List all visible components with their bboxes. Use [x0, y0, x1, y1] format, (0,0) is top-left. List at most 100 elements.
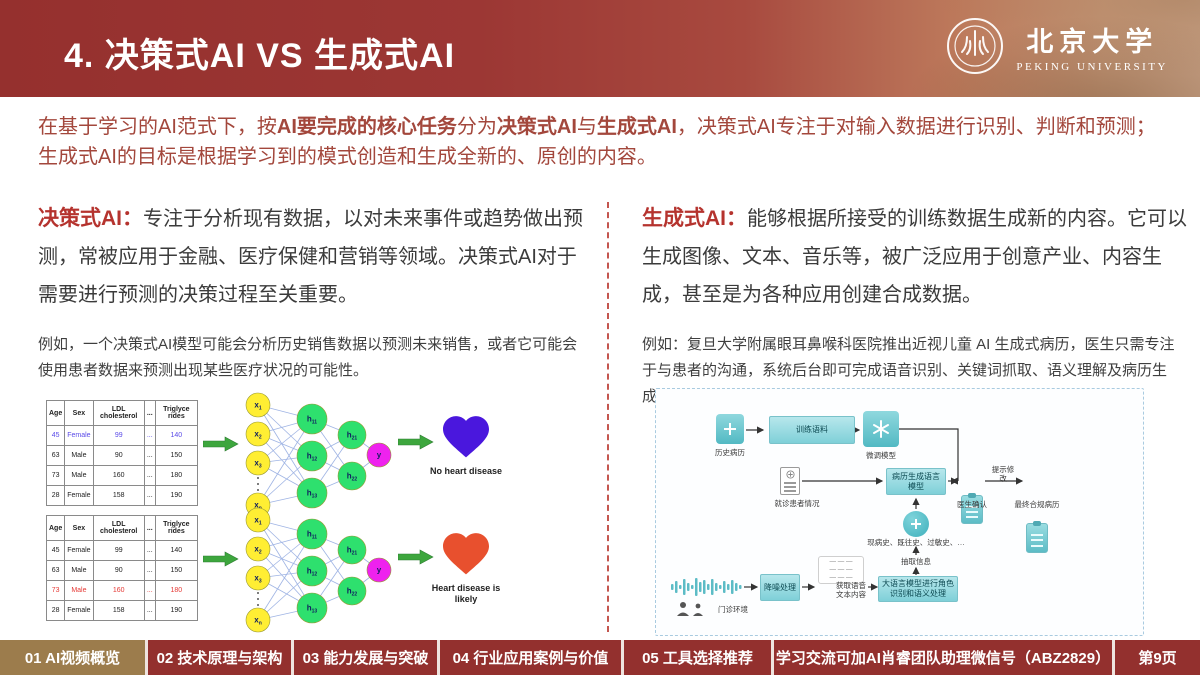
decision-ai-label: 决策式AI：	[38, 207, 143, 230]
nn-node-label: h11	[307, 530, 317, 541]
table-cell: 45	[45, 425, 66, 446]
history-items-label: 现病史、既往史、过敏史、…	[867, 538, 965, 547]
nn-node-label: h21	[347, 546, 358, 557]
table-cell: Female	[64, 540, 94, 561]
nn-node	[245, 392, 271, 418]
node-label: 医生确认	[957, 500, 987, 509]
green-arrow-icon	[398, 434, 434, 450]
nn-node	[337, 576, 367, 606]
table-cell: Female	[64, 600, 94, 621]
column-divider	[607, 202, 609, 632]
university-name-cn: 北京大学	[1026, 26, 1159, 57]
nn-node-label: h21	[347, 431, 358, 442]
table-cell: 150	[154, 560, 199, 581]
table-header: Triglyce rides	[154, 515, 199, 541]
slide-header: 4. 决策式AI VS 生成式AI 北京大学 PEKING UNIVERSITY	[0, 0, 1200, 97]
nn-node-label: x1	[254, 401, 261, 412]
footer-tab-1[interactable]: 01 AI视频概览	[0, 640, 145, 675]
nn-node-label: h22	[347, 472, 358, 483]
doctor-confirm-icon	[961, 493, 983, 524]
green-arrow-icon	[398, 549, 434, 565]
nn-node	[245, 536, 271, 562]
intro-text: ，决策式AI专注于对输入数据进行识别、判断和预测；生成式AI的目标是根据学习到的…	[38, 116, 1156, 168]
intro-paragraph: 在基于学习的AI范式下，按AI要完成的核心任务分为决策式AI与生成式AI，决策式…	[38, 112, 1168, 172]
denoise-box: 降噪处理	[760, 574, 800, 601]
table-cell: Female	[64, 425, 94, 446]
table-cell: 180	[154, 580, 199, 601]
green-arrow-icon	[203, 436, 239, 452]
table-header: LDL cholesterol	[92, 400, 145, 426]
nn-node	[337, 461, 367, 491]
node-label: 获取语音文本内容	[836, 581, 866, 599]
footer-tab-4[interactable]: 04 行业应用案例与价值	[440, 640, 621, 675]
table-cell: 150	[154, 445, 199, 466]
intro-bold-text: 决策式AI	[496, 116, 577, 138]
nn-node	[337, 535, 367, 565]
prompt-edit-label: 提示修改	[991, 465, 1015, 483]
final-record-icon	[1026, 521, 1048, 553]
pku-seal-icon	[947, 18, 1004, 74]
table-cell: 73	[45, 465, 66, 486]
table-cell: 45	[45, 540, 66, 561]
no-heart-disease-result: No heart disease	[421, 416, 511, 477]
table-cell: 180	[154, 465, 199, 486]
intro-text: 与	[576, 116, 597, 138]
table-cell: 158	[92, 600, 145, 621]
nn-node	[296, 518, 328, 550]
table-cell: ...	[143, 425, 156, 446]
university-name-en: PEKING UNIVERSITY	[1016, 60, 1168, 73]
nn-node-label: h13	[307, 604, 318, 615]
decision-ai-heading: 决策式AI：专注于分析现有数据，以对未来事件或趋势做出预测，常被应用于金融、医疗…	[38, 200, 586, 314]
generative-ai-flowchart: 历史病历 训练语料 微调模型 就诊患者情况 病历生成语言模型 医生确认 提示修改…	[655, 388, 1144, 675]
merge-plus-icon	[903, 511, 929, 537]
extract-label: 抽取信息	[901, 557, 931, 566]
history-records-icon	[716, 414, 744, 444]
generative-ai-column: 生成式AI：能够根据所接受的训练数据生成新的内容。它可以生成图像、文本、音乐等，…	[642, 200, 1190, 410]
table-cell: ...	[143, 600, 156, 621]
table-cell: 140	[154, 540, 199, 561]
decision-ai-example: 例如，一个决策式AI模型可能会分析历史销售数据以预测未来销售，或者它可能会使用患…	[38, 336, 578, 379]
finetune-model-icon	[863, 411, 899, 447]
table-cell: Male	[64, 560, 94, 581]
heart-disease-result: Heart disease is likely	[421, 533, 511, 605]
table-cell: 73	[45, 580, 66, 601]
nn-node	[366, 557, 392, 583]
table-cell: Male	[64, 465, 94, 486]
table-cell: 90	[92, 445, 145, 466]
table-cell: 28	[45, 600, 66, 621]
nn-node	[296, 403, 328, 435]
nn-node-label: h12	[307, 452, 318, 463]
table-cell: 158	[92, 485, 145, 506]
table-cell: 99	[92, 425, 145, 446]
page-title: 4. 决策式AI VS 生成式AI	[64, 37, 456, 75]
footer-tab-3[interactable]: 03 能力发展与突破	[294, 640, 437, 675]
nn-node	[366, 442, 392, 468]
record-llm-box: 病历生成语言模型	[886, 468, 946, 495]
nn-node	[245, 565, 271, 591]
table-cell: ...	[143, 445, 156, 466]
table-header: Sex	[64, 515, 94, 541]
persons-icon	[677, 602, 703, 616]
footer-tab-2[interactable]: 02 技术原理与架构	[148, 640, 291, 675]
node-label: 微调模型	[866, 451, 896, 460]
table-cell: ...	[143, 560, 156, 581]
intro-text: 在基于学习的AI范式下，按	[38, 116, 277, 138]
nn-node	[245, 421, 271, 447]
decision-ai-text: 专注于分析现有数据，以对未来事件或趋势做出预测，常被应用于金融、医疗保健和营销等…	[38, 208, 583, 306]
footer-tab-5[interactable]: 05 工具选择推荐	[624, 640, 771, 675]
nn-node-label: x2	[254, 430, 261, 441]
table-cell: 63	[45, 445, 66, 466]
nn-node-label: h13	[307, 489, 318, 500]
table-header: Triglyce rides	[154, 400, 199, 426]
result-label: Heart disease is likely	[431, 583, 501, 604]
